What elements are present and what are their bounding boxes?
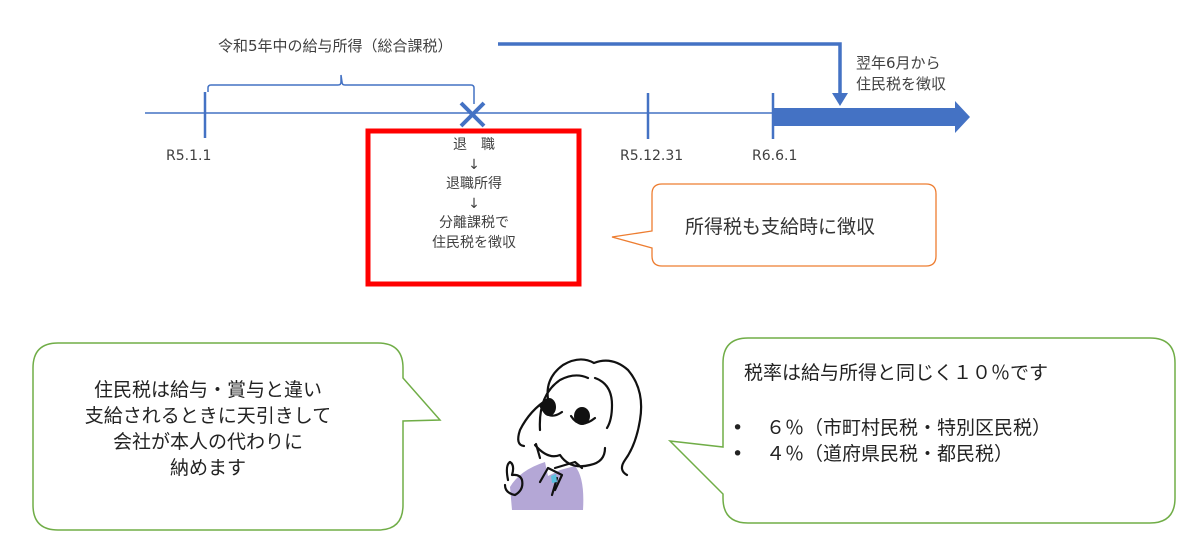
- left-bubble-line: 会社が本人の代わりに: [112, 431, 303, 453]
- tax-rate-item-text: ６％（市町村民税・特別区民税）: [766, 417, 1052, 439]
- left-bubble-line: 住民税は給与・賞与と違い: [93, 379, 322, 401]
- woman-thinking-illustration-icon: [503, 358, 643, 510]
- left-speech-bubble-frame: [32, 342, 442, 531]
- retirement-line: 分離課税で: [439, 215, 509, 231]
- down-arrow-icon: ↓: [468, 156, 480, 173]
- left-bubble-line: 納めます: [169, 457, 246, 479]
- retirement-box: 退 職 ↓ 退職所得 ↓ 分離課税で 住民税を徴収: [370, 136, 578, 253]
- callout-income-tax-text: 所得税も支給時に徴収: [684, 216, 875, 238]
- date-label-r5-1-1: R5.1.1: [166, 148, 212, 164]
- callout-income-tax-frame: [611, 183, 937, 267]
- collection-period-arrow: [774, 101, 970, 133]
- collection-start-label: 翌年6月から 住民税を徴収: [856, 53, 946, 95]
- bullet-icon: •: [732, 443, 744, 465]
- tax-rate-item: • ６％（市町村民税・特別区民税）: [726, 415, 1186, 441]
- collection-start-label-line1: 翌年6月から: [856, 54, 941, 72]
- income-period-label: 令和5年中の給与所得（総合課税）: [218, 37, 453, 55]
- down-arrow-icon: ↓: [468, 195, 480, 212]
- retirement-line: 退 職: [453, 137, 495, 153]
- right-speech-bubble-text: 税率は給与所得と同じく１０％です • ６％（市町村民税・特別区民税） • ４％（道府…: [726, 358, 1186, 467]
- tax-rate-item: • ４％（道府県民税・都民税）: [726, 441, 1186, 467]
- tax-rate-list: • ６％（市町村民税・特別区民税） • ４％（道府県民税・都民税）: [726, 415, 1186, 467]
- tax-rate-item-text: ４％（道府県民税・都民税）: [766, 443, 1014, 465]
- bullet-icon: •: [732, 417, 744, 439]
- retirement-box-frame: [365, 128, 582, 287]
- retirement-line: 退職所得: [446, 176, 502, 192]
- tax-rate-headline: 税率は給与所得と同じく１０％です: [744, 362, 1049, 384]
- down-arrowhead-icon: [832, 93, 848, 106]
- cross-mark-icon: [459, 101, 486, 128]
- right-speech-bubble-frame: [667, 337, 1176, 524]
- collection-connector-line: [498, 42, 842, 95]
- left-speech-bubble-text: 住民税は給与・賞与と違い 支給されるときに天引きして 会社が本人の代わりに 納め…: [36, 377, 380, 481]
- date-label-r6-6-1: R6.6.1: [752, 148, 798, 164]
- left-bubble-line: 支給されるときに天引きして: [84, 405, 332, 427]
- income-period-brace: [207, 74, 475, 104]
- date-label-r5-12-31: R5.12.31: [620, 148, 684, 164]
- collection-start-label-line2: 住民税を徴収: [856, 75, 947, 93]
- retirement-line: 住民税を徴収: [432, 234, 516, 251]
